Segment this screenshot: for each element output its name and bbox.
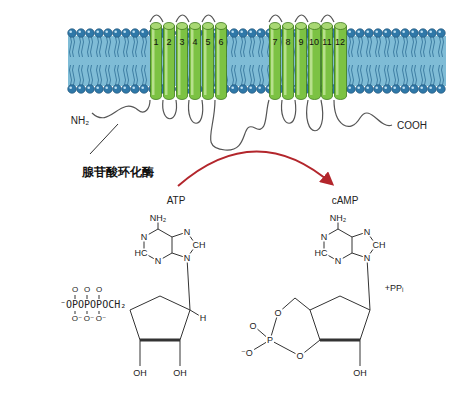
- lipid-tails: [68, 36, 446, 86]
- cylinder-shape: [189, 22, 201, 100]
- atom-label: O: [273, 309, 282, 318]
- helix-number: 10: [308, 38, 321, 47]
- terminal-label: NH₂: [70, 116, 90, 126]
- cylinder-shape: [295, 22, 307, 100]
- helix-cylinder: 3: [176, 22, 188, 100]
- reaction-arrow: [178, 151, 332, 186]
- atom-label: H: [199, 314, 208, 323]
- helix-number: 9: [295, 38, 307, 47]
- atom-label: N: [363, 254, 372, 263]
- atom-label: O: [248, 322, 257, 331]
- atom-label: N: [334, 257, 343, 266]
- atom-label: O: [95, 286, 103, 294]
- helix-cylinder: 4: [189, 22, 201, 100]
- atom-label: N: [183, 228, 192, 237]
- molecule-name: cAMP: [331, 196, 360, 206]
- atom-label: P: [266, 336, 274, 345]
- helix-cylinder: 12: [334, 22, 347, 100]
- atom-label: OH: [172, 369, 188, 378]
- cylinder-shape: [215, 22, 227, 100]
- atom-label: O: [71, 286, 79, 294]
- helix-number: 3: [176, 38, 188, 47]
- cylinder-shape: [269, 22, 281, 100]
- cylinder-shape: [308, 22, 321, 100]
- atom-label: N: [363, 228, 372, 237]
- atom-label: O⁻: [95, 315, 107, 323]
- peptide-loops: [92, 15, 392, 150]
- camp-structure: [250, 220, 376, 366]
- helix-number: 2: [163, 38, 175, 47]
- cylinder-shape: [176, 22, 188, 100]
- helix-number: 11: [321, 38, 333, 47]
- atom-label: OH: [132, 369, 148, 378]
- atom-label: CH: [192, 241, 207, 250]
- atom-label: O: [83, 286, 91, 294]
- helix-number: 4: [189, 38, 201, 47]
- cylinder-shape: [334, 22, 347, 100]
- atom-label: N: [183, 254, 192, 263]
- helix-cylinder: 2: [163, 22, 175, 100]
- atom-label: NH₂: [149, 214, 168, 223]
- helix-number: 5: [202, 38, 214, 47]
- helix-cylinder: 10: [308, 22, 321, 100]
- atom-label: O⁻: [71, 315, 83, 323]
- helix-cylinder: 8: [282, 22, 294, 100]
- atom-label: +PPᵢ: [384, 284, 405, 293]
- atom-label: ⁻O: [240, 349, 254, 358]
- helix-number: 6: [215, 38, 227, 47]
- atom-label: O⁻: [83, 315, 95, 323]
- helix-number: 12: [334, 38, 347, 47]
- helix-number: 1: [150, 38, 162, 47]
- cylinder-shape: [150, 22, 162, 100]
- atom-label: N: [320, 233, 329, 242]
- helix-cylinder: 7: [269, 22, 281, 100]
- atom-label: OH: [352, 369, 368, 378]
- helix-cylinder: 9: [295, 22, 307, 100]
- helix-cylinder: 6: [215, 22, 227, 100]
- leader-slash: [90, 124, 118, 154]
- atom-label: HC: [314, 249, 329, 258]
- lipid-tail-lines: [70, 37, 444, 85]
- atom-label: HC: [134, 249, 149, 258]
- helix-cylinder: 1: [150, 22, 162, 100]
- atom-label: N: [140, 233, 149, 242]
- atom-label: N: [154, 257, 163, 266]
- molecule-name: ATP: [166, 196, 187, 206]
- helix-number: 8: [282, 38, 294, 47]
- atp-structure: [75, 220, 200, 366]
- atom-label: CH: [372, 241, 387, 250]
- atom-label: O: [295, 352, 304, 361]
- atom-label: NH₂: [329, 214, 348, 223]
- cylinder-shape: [163, 22, 175, 100]
- helix-number: 7: [269, 38, 281, 47]
- helix-cylinder: 5: [202, 22, 214, 100]
- phosphate-chain: ⁻OPOPOPOCH₂: [60, 300, 126, 310]
- cylinder-shape: [202, 22, 214, 100]
- cylinder-shape: [321, 22, 333, 100]
- helix-cylinder: 11: [321, 22, 333, 100]
- cylinder-shape: [282, 22, 294, 100]
- lipid-heads: [68, 29, 446, 94]
- enzyme-name: 腺苷酸环化酶: [81, 166, 155, 178]
- terminal-label: COOH: [396, 121, 428, 131]
